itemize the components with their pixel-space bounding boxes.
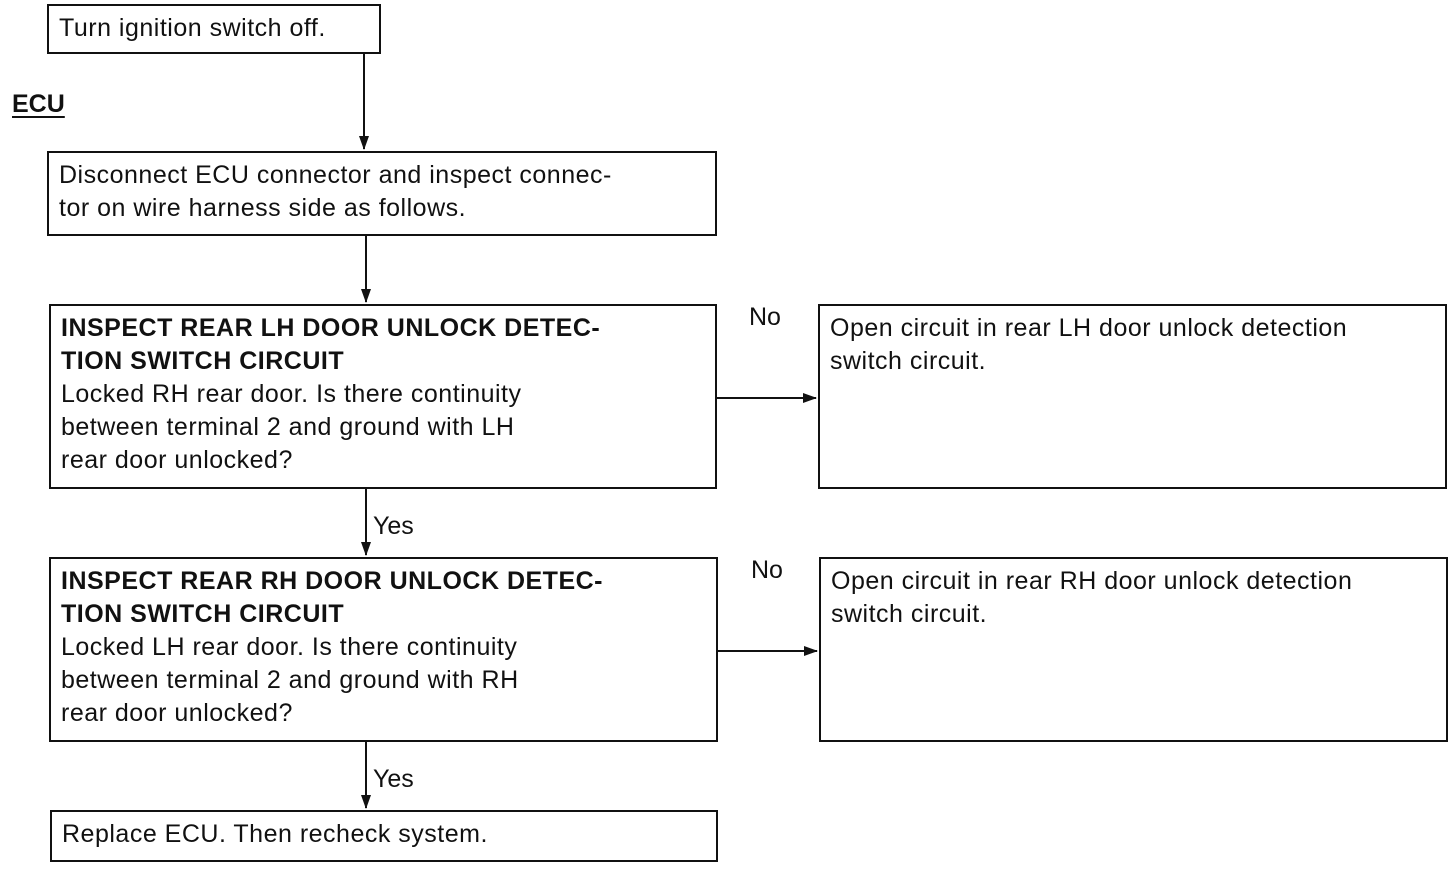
- edge-label-rh-yes: Yes: [373, 765, 414, 793]
- check-heading: INSPECT REAR RH DOOR UNLOCK DETEC-: [61, 567, 604, 595]
- step-disconnect-ecu-connector: Disconnect ECU connector and inspect con…: [47, 151, 717, 236]
- result-text: Open circuit in rear LH door unlock dete…: [830, 314, 1348, 342]
- result-open-circuit-lh: Open circuit in rear LH door unlock dete…: [818, 304, 1447, 489]
- check-question: Locked LH rear door. Is there continuity: [61, 633, 518, 661]
- check-question: rear door unlocked?: [61, 699, 293, 727]
- edge-label-lh-no: No: [749, 303, 781, 331]
- result-text: Open circuit in rear RH door unlock dete…: [831, 567, 1353, 595]
- step-replace-ecu: Replace ECU. Then recheck system.: [50, 810, 718, 862]
- edge-label-rh-no: No: [751, 556, 783, 584]
- edge-label-lh-yes: Yes: [373, 512, 414, 540]
- result-text: switch circuit.: [831, 600, 988, 628]
- result-open-circuit-rh: Open circuit in rear RH door unlock dete…: [819, 557, 1448, 742]
- check-question: rear door unlocked?: [61, 446, 293, 474]
- check-question: between terminal 2 and ground with LH: [61, 413, 515, 441]
- step-text: tor on wire harness side as follows.: [59, 194, 467, 222]
- step-turn-ignition-off: Turn ignition switch off.: [47, 4, 381, 54]
- step-text: Turn ignition switch off.: [59, 14, 326, 42]
- check-heading: TION SWITCH CIRCUIT: [61, 600, 345, 628]
- result-text: switch circuit.: [830, 347, 987, 375]
- check-heading: INSPECT REAR LH DOOR UNLOCK DETEC-: [61, 314, 601, 342]
- check-rear-lh-door-unlock-switch: INSPECT REAR LH DOOR UNLOCK DETEC- TION …: [49, 304, 717, 489]
- check-question: between terminal 2 and ground with RH: [61, 666, 519, 694]
- section-label-ecu: ECU: [12, 90, 65, 118]
- step-text: Replace ECU. Then recheck system.: [62, 820, 488, 848]
- step-text: Disconnect ECU connector and inspect con…: [59, 161, 612, 189]
- check-question: Locked RH rear door. Is there continuity: [61, 380, 522, 408]
- check-heading: TION SWITCH CIRCUIT: [61, 347, 345, 375]
- check-rear-rh-door-unlock-switch: INSPECT REAR RH DOOR UNLOCK DETEC- TION …: [49, 557, 718, 742]
